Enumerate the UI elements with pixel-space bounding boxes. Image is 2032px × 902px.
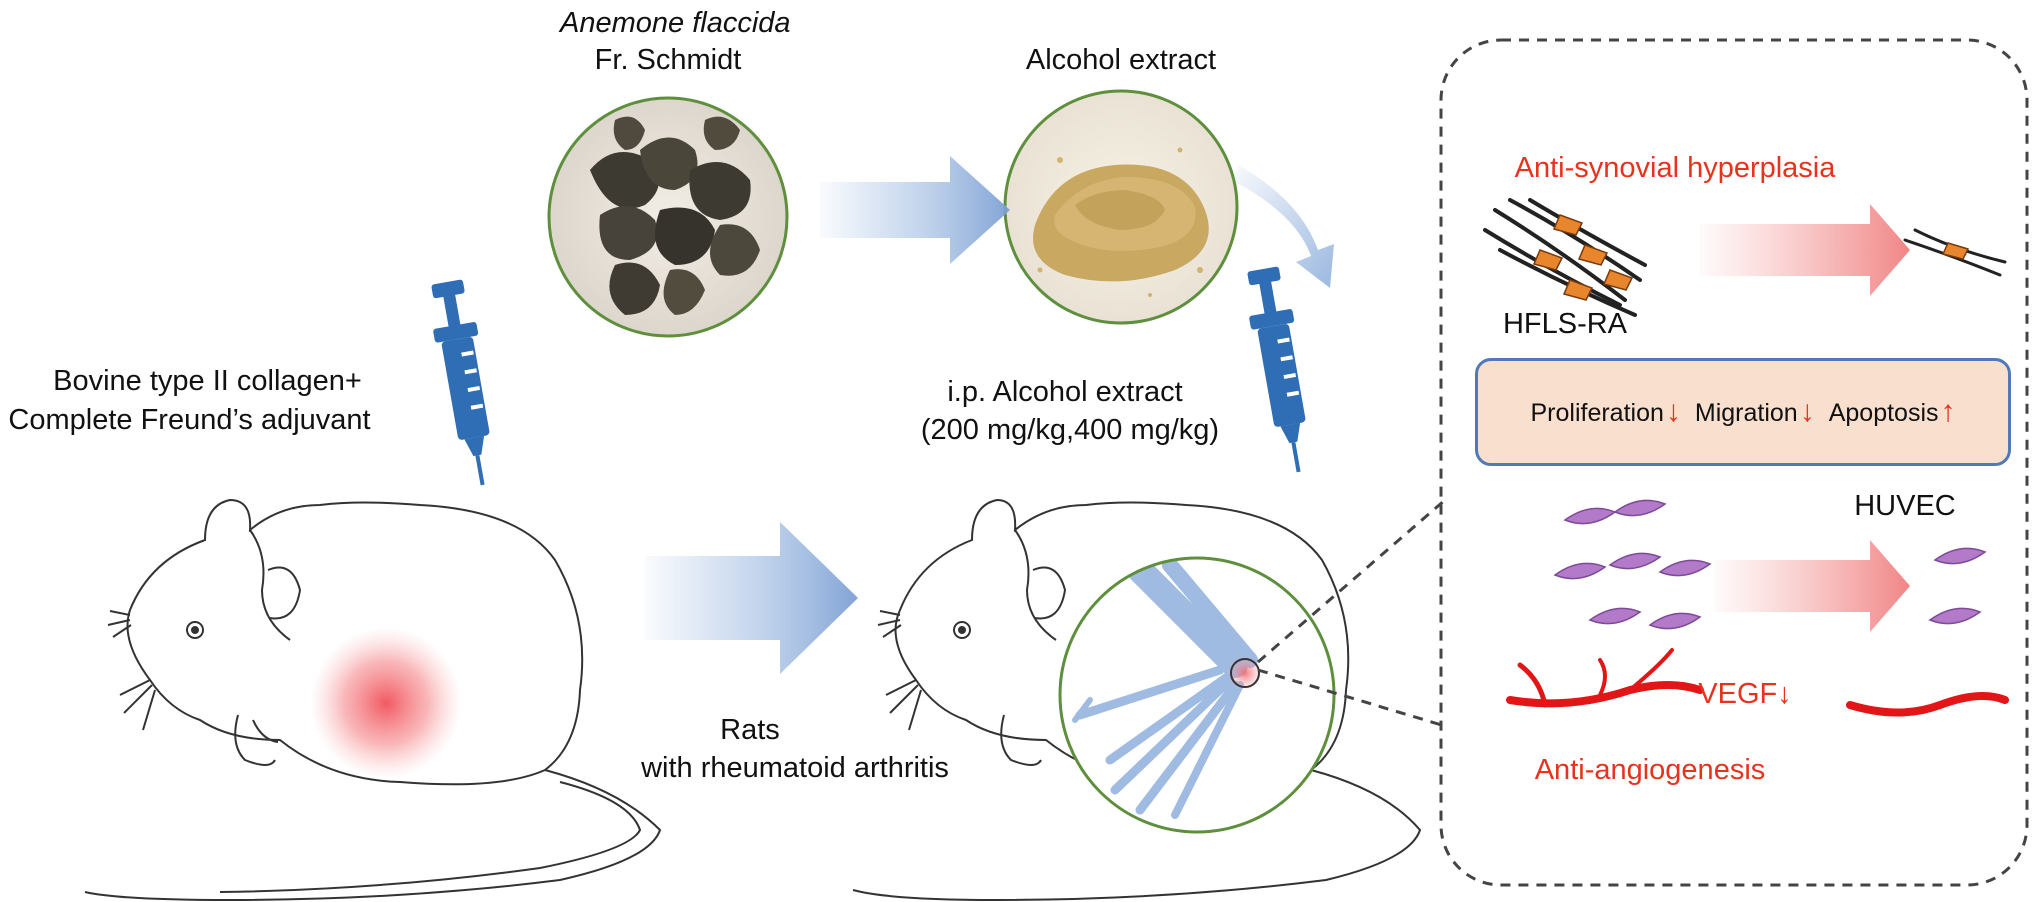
injection-label-line2: Complete Freund’s adjuvant bbox=[8, 404, 371, 436]
extract-label: Alcohol extract bbox=[1025, 44, 1217, 76]
fibroblast-reduced bbox=[1903, 228, 2007, 277]
synovial-effect-arrow bbox=[1700, 204, 1910, 296]
xray-joint-circle bbox=[1058, 556, 1336, 834]
vegf-label: VEGF↓ bbox=[1698, 678, 1792, 710]
anti-synovial-title: Anti-synovial hyperplasia bbox=[1514, 152, 1836, 184]
migration-label: Migration↓ bbox=[1694, 395, 1815, 428]
rats-label-line2: with rheumatoid arthritis bbox=[641, 752, 949, 784]
zoom-connector-top bbox=[1257, 498, 1446, 664]
vessel-branched bbox=[1506, 648, 1704, 708]
extract-photo bbox=[1003, 89, 1239, 325]
effects-panel bbox=[1439, 38, 2029, 887]
anti-angiogenesis-title: Anti-angiogenesis bbox=[1534, 754, 1766, 786]
fibroblast-cluster bbox=[1483, 198, 1647, 317]
syringe-icon-treatment bbox=[1247, 266, 1306, 473]
syringe-icon bbox=[431, 279, 490, 486]
herb-author-name: Fr. Schmidt bbox=[594, 44, 742, 76]
extract-to-treatment-arrow bbox=[1232, 165, 1334, 288]
herb-photo bbox=[547, 96, 789, 338]
herb-species-name: Anemone flaccida bbox=[560, 7, 791, 39]
herb-to-extract-arrow bbox=[820, 156, 1010, 264]
proliferation-label: Proliferation↓ bbox=[1530, 395, 1681, 428]
migration-down-arrow: ↓ bbox=[1799, 395, 1815, 428]
zoom-connector-bottom bbox=[1257, 668, 1446, 728]
injection-label-line1: Bovine type II collagen+ bbox=[53, 365, 362, 397]
rats-label-line1: Rats bbox=[720, 714, 780, 746]
hfls-ra-label: HFLS-RA bbox=[1502, 308, 1628, 340]
huvec-label: HUVEC bbox=[1854, 490, 1956, 522]
cell-effects-box: Proliferation↓ Migration↓ Apoptosis↑ bbox=[1475, 358, 2011, 466]
proliferation-down-arrow: ↓ bbox=[1665, 395, 1681, 428]
apoptosis-label: Apoptosis↑ bbox=[1828, 395, 1956, 428]
huvec-reduced bbox=[1928, 547, 1987, 625]
inflammation-spot bbox=[310, 627, 462, 779]
model-to-treatment-arrow bbox=[645, 522, 858, 674]
treatment-dose-label: (200 mg/kg,400 mg/kg) bbox=[920, 414, 1220, 446]
vessel-reduced bbox=[1846, 692, 2009, 717]
huvec-cluster bbox=[1553, 499, 1712, 630]
apoptosis-up-arrow: ↑ bbox=[1940, 395, 1956, 428]
treatment-label-line1: i.p. Alcohol extract bbox=[947, 376, 1183, 408]
huvec-effect-arrow bbox=[1715, 540, 1910, 632]
